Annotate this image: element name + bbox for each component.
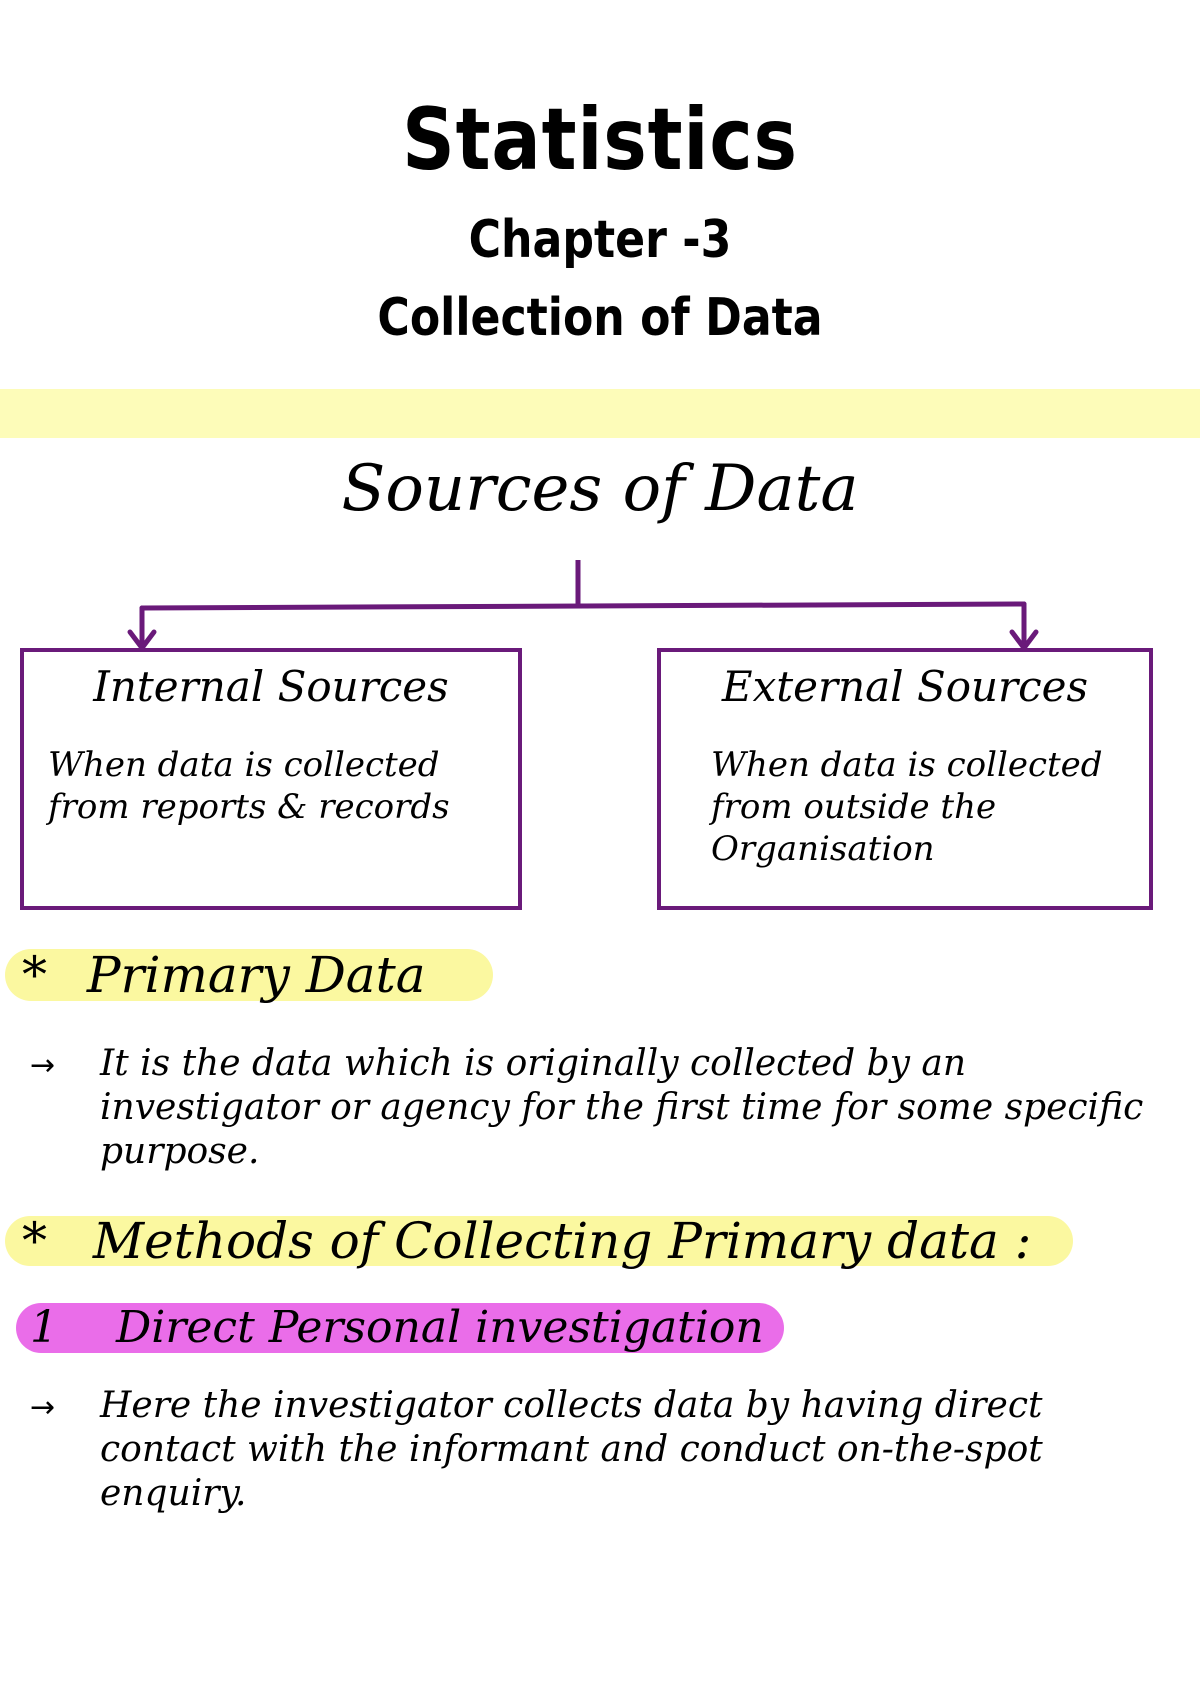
arrow-right-icon: → bbox=[30, 1390, 56, 1425]
primary-data-definition: It is the data which is originally colle… bbox=[100, 1043, 1144, 1172]
asterisk-bullet-icon: * bbox=[22, 946, 47, 1004]
yellow-divider-band bbox=[0, 389, 1200, 438]
chapter-label: Chapter -3 bbox=[468, 210, 732, 270]
direct-investigation-heading: 1 Direct Personal investigation bbox=[30, 1303, 764, 1353]
heading-text: Methods of Collecting Primary data : bbox=[92, 1212, 1032, 1270]
heading-text: Primary Data bbox=[86, 946, 426, 1004]
direct-investigation-description: Here the investigator collects data by h… bbox=[100, 1385, 1043, 1514]
diagram-title: Sources of Data bbox=[341, 452, 859, 526]
asterisk-bullet-icon: * bbox=[22, 1212, 47, 1270]
primary-data-heading: * Primary Data bbox=[22, 950, 426, 1000]
chapter-subtitle: Collection of Data bbox=[377, 288, 823, 348]
direct-investigation-highlight bbox=[16, 1303, 784, 1353]
box-description: When data is collected from reports & re… bbox=[48, 745, 450, 827]
box-title: External Sources bbox=[721, 662, 1089, 711]
arrow-right-icon: → bbox=[30, 1048, 56, 1083]
methods-highlight bbox=[5, 1216, 1073, 1266]
heading-text: Direct Personal investigation bbox=[116, 1302, 764, 1353]
box-title: Internal Sources bbox=[93, 662, 449, 711]
primary-data-highlight bbox=[5, 949, 493, 1001]
tree-connector-icon bbox=[127, 560, 1039, 653]
internal-sources-box: Internal Sources When data is collected … bbox=[20, 648, 522, 910]
page-title: Statistics bbox=[402, 90, 798, 190]
external-sources-box: External Sources When data is collected … bbox=[657, 648, 1153, 910]
item-number: 1 bbox=[30, 1302, 58, 1353]
box-description: When data is collected from outside the … bbox=[711, 745, 1103, 869]
methods-heading: * Methods of Collecting Primary data : bbox=[22, 1216, 1032, 1266]
